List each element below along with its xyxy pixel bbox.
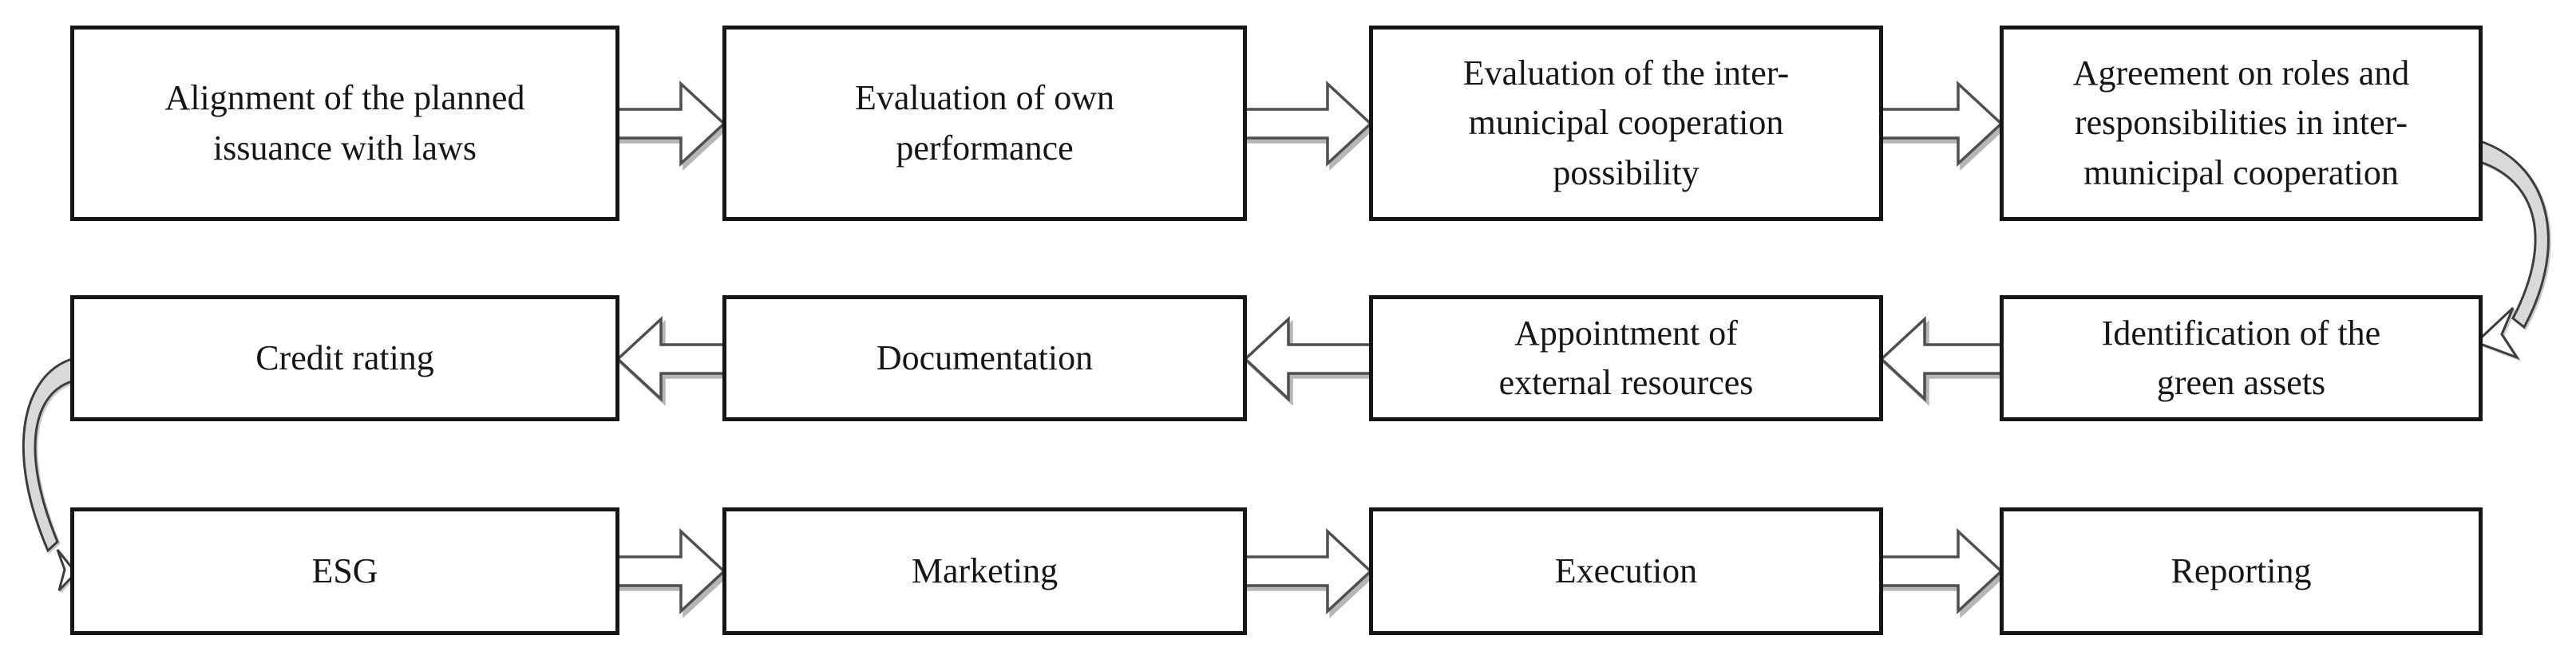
arrow-right-icon <box>613 527 726 615</box>
flow-step-documentation: Documentation <box>722 295 1247 421</box>
arrow-right-icon <box>1877 527 2004 615</box>
flow-step-identification-green-assets: Identification of the green assets <box>2000 295 2483 421</box>
arrow-right-icon <box>613 80 726 168</box>
flow-step-label: Documentation <box>876 337 1094 377</box>
flow-step-marketing: Marketing <box>722 507 1247 635</box>
arrow-left-icon <box>615 315 729 403</box>
flow-step-reporting: Reporting <box>2000 507 2483 635</box>
flow-step-label: Reporting <box>2170 551 2312 590</box>
curved-arrow-down-right-icon <box>22 357 77 592</box>
flow-step-label: Identification of the green assets <box>2101 313 2381 402</box>
flow-step-credit-rating: Credit rating <box>70 295 619 421</box>
flow-step-alignment-with-laws: Alignment of the planned issuance with l… <box>70 26 619 221</box>
flow-step-label: Credit rating <box>255 337 434 377</box>
flow-step-label: Appointment of external resources <box>1498 313 1754 402</box>
arrow-left-icon <box>1243 315 1375 403</box>
arrow-left-icon <box>1879 315 2006 403</box>
flow-step-label: Alignment of the planned issuance with l… <box>164 78 525 168</box>
flow-step-label: Evaluation of the inter-municipal cooper… <box>1462 53 1790 192</box>
flow-step-label: Evaluation of own performance <box>854 78 1115 168</box>
arrow-right-icon <box>1241 527 1373 615</box>
flow-step-evaluation-cooperation-possibility: Evaluation of the inter-municipal cooper… <box>1369 26 1883 221</box>
flow-step-label: ESG <box>311 551 378 590</box>
curved-arrow-down-left-icon <box>2474 138 2550 361</box>
flow-step-label: Execution <box>1554 551 1698 590</box>
flow-step-appointment-external-resources: Appointment of external resources <box>1369 295 1883 421</box>
arrow-right-icon <box>1877 80 2004 168</box>
flow-step-execution: Execution <box>1369 507 1883 635</box>
flow-step-esg: ESG <box>70 507 619 635</box>
flow-step-evaluation-own-performance: Evaluation of own performance <box>722 26 1247 221</box>
flow-step-agreement-roles-responsibilities: Agreement on roles and responsibilities … <box>2000 26 2483 221</box>
arrow-right-icon <box>1241 80 1373 168</box>
flow-step-label: Marketing <box>911 551 1058 590</box>
flow-step-label: Agreement on roles and responsibilities … <box>2072 53 2410 192</box>
